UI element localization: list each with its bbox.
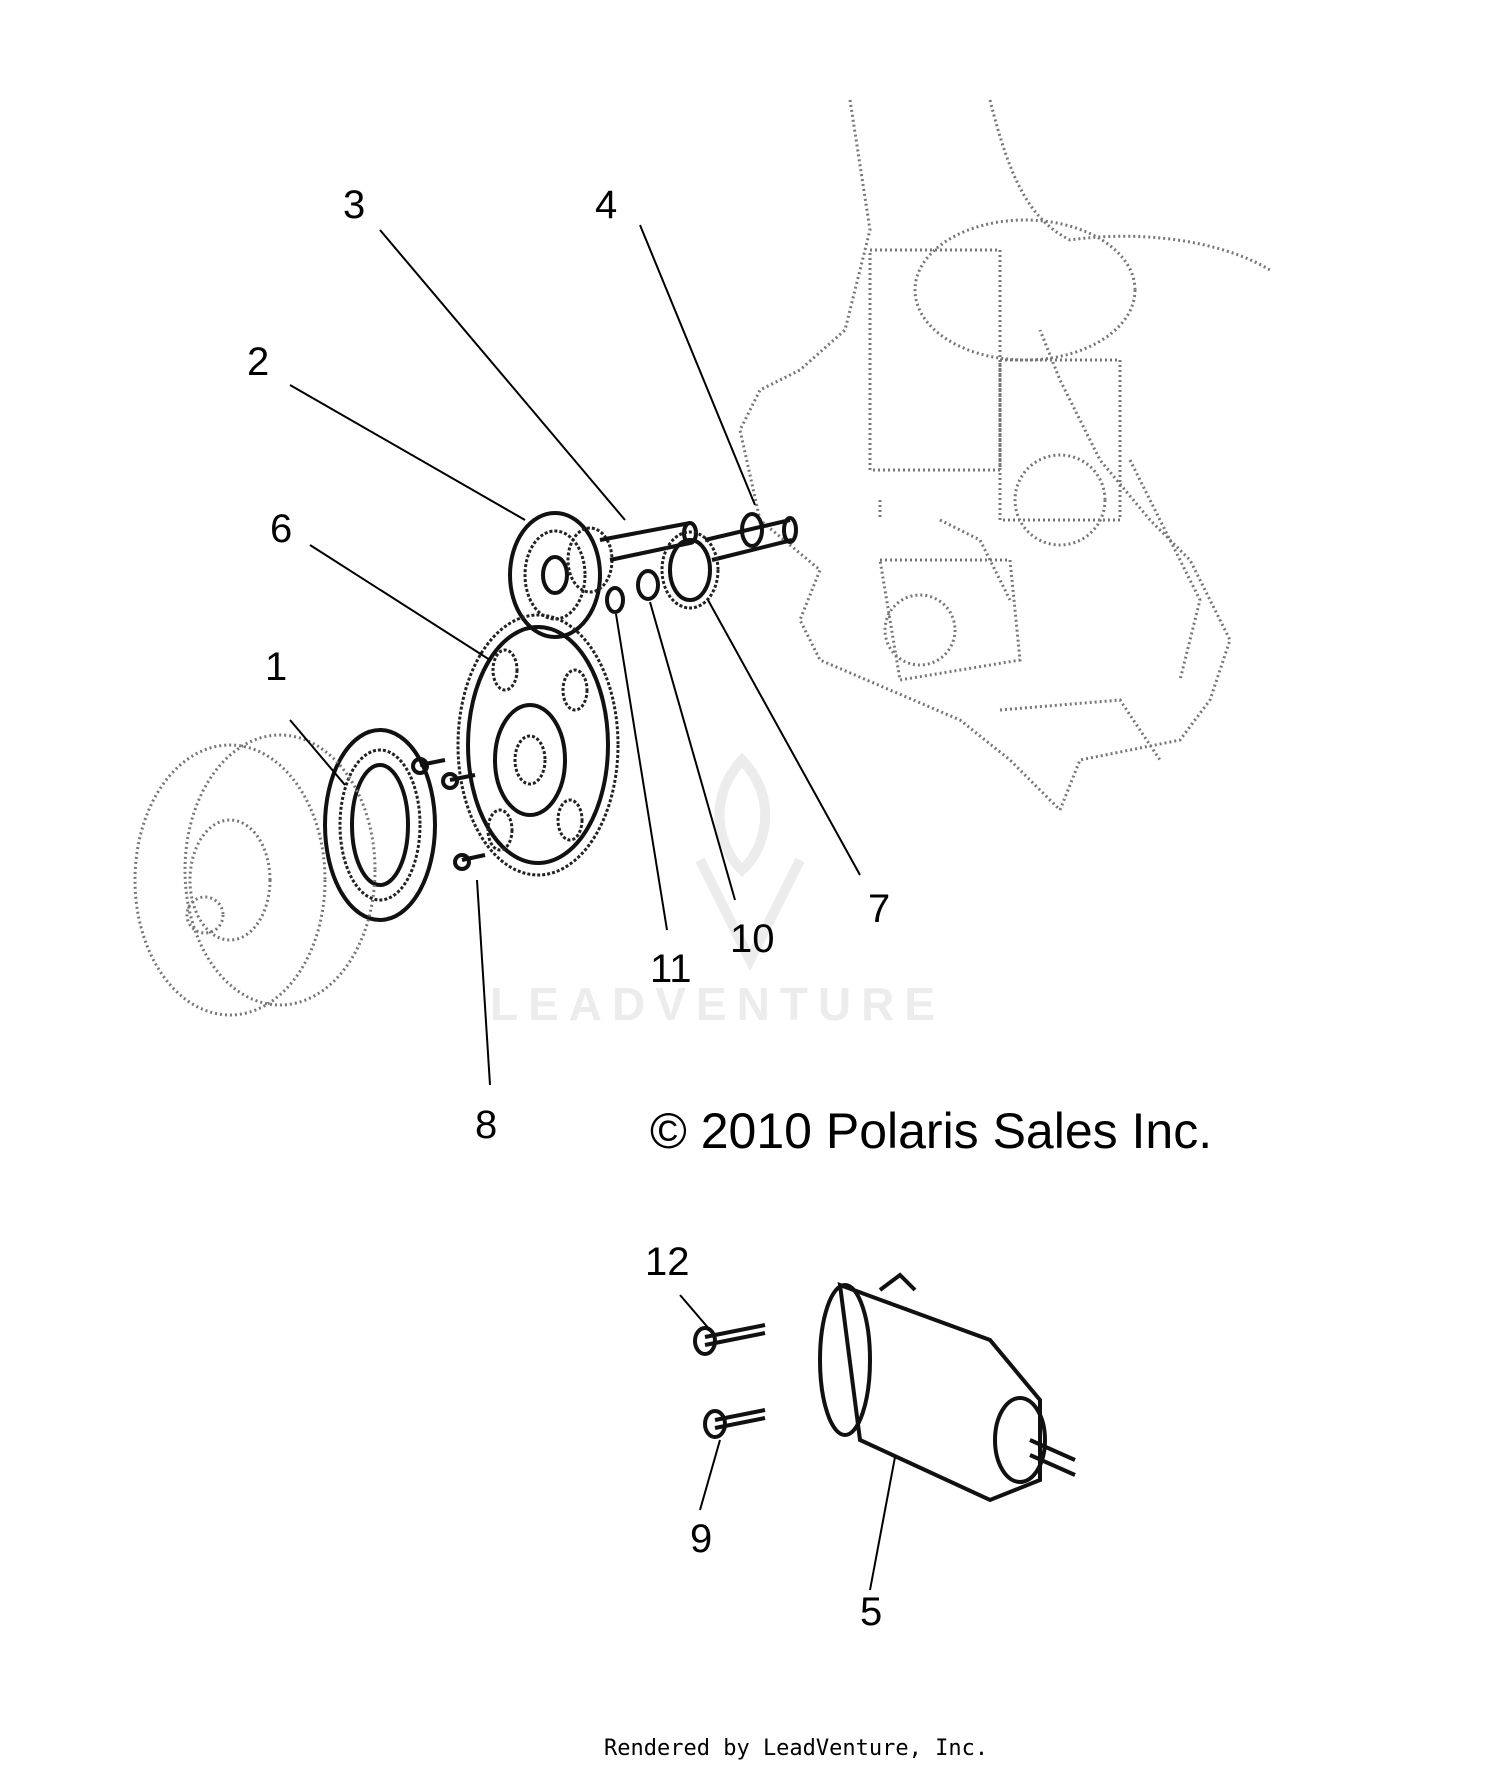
callout-11: 11 xyxy=(650,947,692,991)
bolt-part-9 xyxy=(703,1408,766,1439)
callout-4: 4 xyxy=(595,183,617,227)
bushing-part-4 xyxy=(704,512,798,562)
copyright-notice: © 2010 Polaris Sales Inc. xyxy=(650,1103,1212,1159)
callout-5: 5 xyxy=(860,1590,882,1634)
bolts-part-8 xyxy=(411,757,486,871)
bolt-part-12 xyxy=(693,1323,766,1356)
small-gear-part-7 xyxy=(660,530,720,610)
callout-6: 6 xyxy=(270,507,292,551)
callout-9: 9 xyxy=(690,1517,712,1561)
flywheel xyxy=(133,733,377,1017)
idler-gear-part-2 xyxy=(508,511,614,639)
washer-part-10 xyxy=(636,569,660,601)
leader-lines xyxy=(289,224,896,1591)
watermark-logo xyxy=(695,752,805,972)
callout-1: 1 xyxy=(265,645,287,689)
engine-case xyxy=(738,99,1271,812)
starter-motor-part-5 xyxy=(818,1272,1076,1503)
footer-credit: Rendered by LeadVenture, Inc. xyxy=(604,1736,988,1761)
callout-7: 7 xyxy=(868,887,890,931)
watermark-text: LEADVENTURE xyxy=(490,978,945,1030)
callout-3: 3 xyxy=(343,183,365,227)
starter-clutch-part-1 xyxy=(323,728,437,922)
large-gear-part-6 xyxy=(456,613,620,877)
callout-12: 12 xyxy=(645,1240,690,1284)
callout-2: 2 xyxy=(247,340,269,384)
callout-10: 10 xyxy=(730,917,775,961)
clip-part-11 xyxy=(605,586,625,614)
callout-8: 8 xyxy=(475,1103,497,1147)
